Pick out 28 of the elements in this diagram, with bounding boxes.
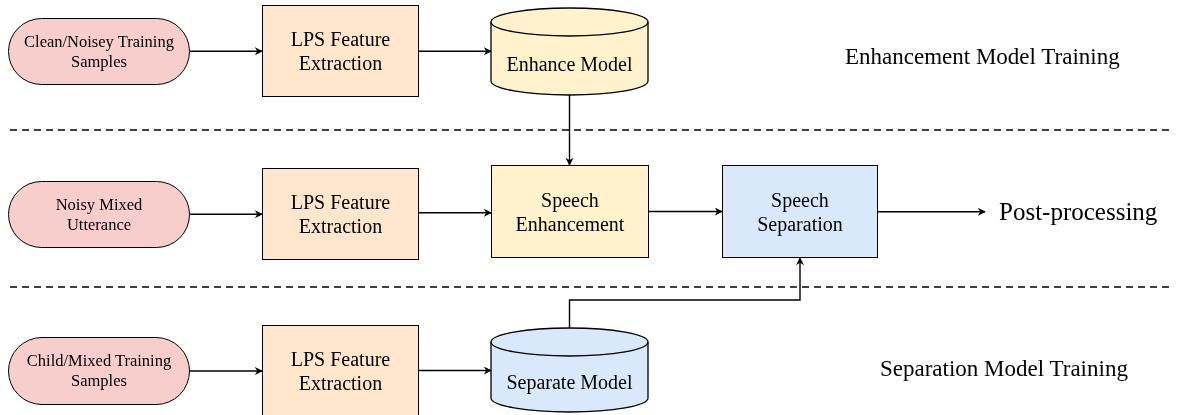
node-label: LPS Feature Extraction [289, 27, 392, 75]
arrow [565, 94, 574, 166]
arrow [418, 366, 492, 375]
process-box [491, 165, 649, 258]
node-label: LPS Feature Extraction [289, 347, 392, 395]
node-label: Separate Model [505, 370, 634, 394]
section-title: Separation Model Training [880, 356, 1128, 382]
node-label: Clean/Noisey Training Samples [23, 31, 175, 72]
process-box [262, 5, 419, 97]
node-label: Enhance Model [505, 51, 634, 76]
arrow [418, 208, 492, 217]
node-label: Speech Separation [756, 187, 844, 236]
process-box [262, 325, 419, 415]
arrow [189, 367, 263, 375]
arrow [418, 47, 492, 56]
node-label: LPS Feature Extraction [289, 190, 392, 238]
process-box [262, 168, 419, 260]
arrow [877, 207, 986, 216]
arrow [568, 257, 804, 329]
node-label: Post-processing [998, 197, 1159, 227]
process-box [722, 165, 878, 258]
node-label: Speech Enhancement [514, 187, 626, 236]
arrow [648, 207, 723, 216]
arrow [189, 47, 263, 56]
node-label: Child/Mixed Training Samples [25, 351, 173, 391]
node-label: Noisy Mixed Utterance [54, 194, 144, 235]
section-title: Enhancement Model Training [845, 44, 1120, 70]
arrow [189, 210, 263, 219]
